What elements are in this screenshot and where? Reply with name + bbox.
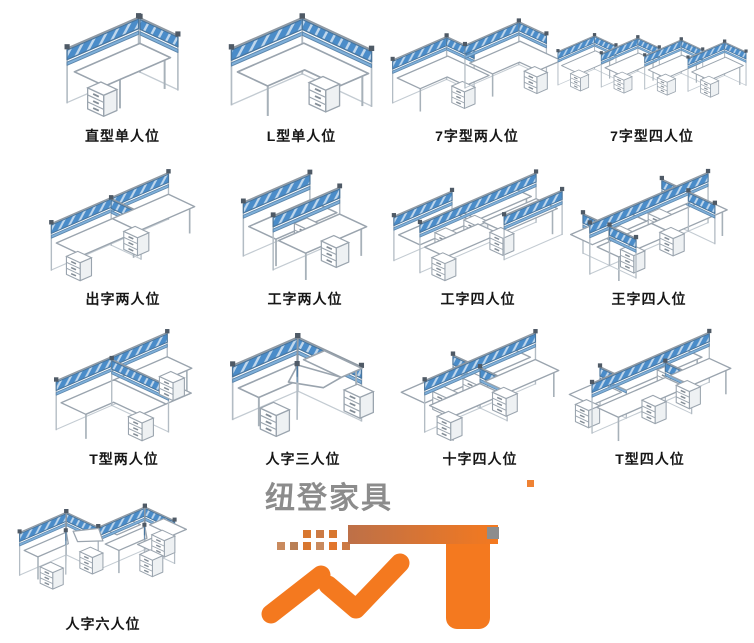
workstation-label: 7字型两人位: [435, 128, 519, 144]
workstation-card-ren-six: 人字六人位: [12, 481, 194, 634]
workstation-card-l-single: L型单人位: [220, 6, 383, 146]
workstation-drawing: [558, 323, 742, 449]
workstation-card-gong-two: 工字两人位: [225, 163, 385, 309]
workstation-label: 人字六人位: [65, 616, 141, 632]
workstation-drawing: [40, 6, 205, 126]
logo-letter-n: [261, 553, 410, 624]
workstation-drawing: [223, 323, 383, 449]
workstation-card-seven-two: 7字型两人位: [385, 6, 569, 146]
workstation-label: 工字两人位: [267, 291, 343, 307]
workstation-drawing: [220, 6, 383, 126]
brand-logo: 纽登家具: [250, 479, 542, 641]
workstation-label: 十字四人位: [442, 451, 518, 467]
logo-corner-dot-icon: [527, 480, 534, 487]
workstation-card-cross-four: 十字四人位: [388, 323, 572, 469]
workstation-label: 7字型四人位: [610, 128, 694, 144]
workstation-label: 出字两人位: [85, 291, 161, 307]
workstation-drawing: [12, 481, 194, 614]
workstation-card-t-four: T型四人位: [558, 323, 742, 469]
workstation-label: 人字三人位: [265, 451, 341, 467]
workstation-label: T型四人位: [615, 451, 685, 467]
workstation-drawing: [386, 163, 570, 289]
workstation-label: 工字四人位: [440, 291, 516, 307]
workstation-drawing: [42, 323, 206, 449]
workstation-drawing: [225, 163, 385, 289]
workstation-card-chu-two: 出字两人位: [40, 163, 206, 309]
logo-dots: [277, 530, 350, 550]
workstation-drawing: [552, 6, 752, 126]
workstation-drawing: [40, 163, 206, 289]
workstation-card-straight-single: 直型单人位: [40, 6, 205, 146]
workstation-card-ren-three: 人字三人位: [223, 323, 383, 469]
workstation-card-t-two: T型两人位: [42, 323, 206, 469]
workstation-card-seven-four: 7字型四人位: [552, 6, 752, 146]
brand-name-text: 纽登家具: [265, 482, 393, 515]
logo-letter-t: [348, 525, 499, 629]
workstation-card-gong-four: 工字四人位: [386, 163, 570, 309]
brand-mark-icon: [261, 525, 499, 629]
workstation-label: 直型单人位: [85, 128, 160, 144]
workstation-drawing: [388, 323, 572, 449]
workstation-label: T型两人位: [89, 451, 159, 467]
workstation-card-wang-four: 王字四人位: [558, 163, 740, 309]
workstation-label: L型单人位: [266, 128, 337, 144]
workstation-drawing: [385, 6, 569, 126]
workstation-drawing: [558, 163, 740, 289]
workstation-label: 王字四人位: [611, 291, 687, 307]
